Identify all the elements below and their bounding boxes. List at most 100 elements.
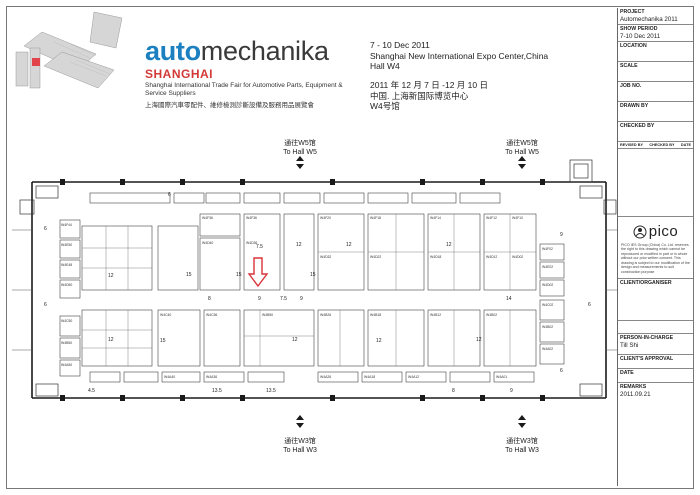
booth-left-6: W4A50 xyxy=(61,363,72,367)
dim-a1: 15 xyxy=(186,272,192,278)
location-label: LOCATION xyxy=(620,43,647,49)
booth-r1-3: W4F18 xyxy=(370,216,381,220)
booth-r3-6: W4B02 xyxy=(486,313,497,317)
entrance-arrow-icon xyxy=(518,164,526,169)
event-venue-cn: 中国. 上海新国际博览中心 xyxy=(370,90,469,101)
booth-right-3: W4C02 xyxy=(542,303,553,307)
booth-r2-5: W4D12 xyxy=(486,255,497,259)
checked-by-small-label: CHECKED BY xyxy=(649,143,675,147)
entrance-top-left-cn: 通往W5馆 xyxy=(284,138,316,147)
booth-left-1: W4E50 xyxy=(61,243,72,247)
booth-r2-0: W4D40 xyxy=(202,241,213,245)
automechanika-logo: automechanika SHANGHAI Shanghai Internat… xyxy=(145,36,360,110)
dim-s4: 15 xyxy=(160,338,166,344)
booth-left-3: W4D50 xyxy=(61,283,72,287)
date-label: DATE xyxy=(620,370,634,377)
dim-b1: 7.5 xyxy=(256,244,263,250)
entrance-bottom-right-cn: 通往W3馆 xyxy=(506,436,538,445)
dim-a4: 12 xyxy=(346,242,352,248)
booth-left-4: W4C50 xyxy=(61,319,72,323)
remarks-value: 2011.09.21 xyxy=(620,391,651,399)
entrance-markers xyxy=(296,156,526,428)
booth-r2-6: W4D02 xyxy=(512,255,523,259)
pico-logo-icon xyxy=(633,225,647,238)
dim-c2: 12 xyxy=(108,337,114,343)
booth-r1-5: W4F12 xyxy=(486,216,497,220)
dim-d2: 13.5 xyxy=(266,388,276,394)
entrance-arrow-icon xyxy=(518,423,526,428)
service-rooms xyxy=(19,159,617,397)
booth-r3-0: W4C40 xyxy=(160,313,171,317)
pico-panel: pico PICO IES Group (China) Co. Ltd. res… xyxy=(618,217,693,280)
logo-rest: mechanika xyxy=(200,36,329,66)
dim-d4: 9 xyxy=(510,388,513,394)
dim-a3: 15 xyxy=(236,272,242,278)
pico-disclaimer: PICO IES Group (China) Co. Ltd. reserves… xyxy=(621,243,690,274)
dim-s6: 6 xyxy=(560,368,563,374)
booth-r1-0: W4F36 xyxy=(202,216,213,220)
booth-left-2: W4E48 xyxy=(61,263,72,267)
job-no-label: JOB NO. xyxy=(620,83,642,89)
top-booth-strip xyxy=(89,192,501,204)
booth-r3-1: W4C36 xyxy=(206,313,217,317)
dim-s2: 9 xyxy=(300,296,303,302)
dim-e1: 4.5 xyxy=(88,388,95,394)
structural-columns xyxy=(60,179,545,401)
right-booth-column xyxy=(539,243,565,365)
dim-d1: 13.5 xyxy=(212,388,222,394)
left-booth-column xyxy=(59,219,81,377)
lower-dividers xyxy=(82,310,511,366)
upper-dividers xyxy=(82,214,536,290)
entrance-bottom-left-en: To Hall W3 xyxy=(283,447,317,454)
booth-right-1: W4E02 xyxy=(542,265,553,269)
dim-s1: 6 xyxy=(168,192,171,198)
dim-c3: 12 xyxy=(292,337,298,343)
revision-header: REVISED BY CHECKED BY DATE xyxy=(618,142,693,149)
dim-a5: 15 xyxy=(310,272,316,278)
booth-r4-0: W4A40 xyxy=(164,375,175,379)
dim-b3: 7.5 xyxy=(280,296,287,302)
booth-r4-4: W4A12 xyxy=(408,375,419,379)
project-value: Automechanika 2011 xyxy=(620,16,678,23)
project-label: PROJECT xyxy=(620,9,645,15)
revision-table xyxy=(618,149,693,217)
booth-r3-3: W4B26 xyxy=(320,313,331,317)
dim-c4: 12 xyxy=(476,337,482,343)
booth-r2-3: W4D22 xyxy=(370,255,381,259)
checked-by-label: CHECKED BY xyxy=(620,123,655,129)
date-small-label: DATE xyxy=(680,143,691,147)
hall-highlight xyxy=(32,58,40,66)
scale-label: SCALE xyxy=(620,63,638,69)
client-approval-label: CLIENT'S APPROVAL xyxy=(620,356,674,363)
person-in-charge-value: Till Shi xyxy=(620,342,639,350)
event-venue: Shanghai New International Expo Center,C… xyxy=(370,50,549,61)
drawn-by-label: DRAWN BY xyxy=(620,103,649,109)
booth-r2-2: W4D32 xyxy=(320,255,331,259)
entrance-arrow-icon xyxy=(296,423,304,428)
dim-b4: 8 xyxy=(208,296,211,302)
logo-accent: auto xyxy=(145,36,201,66)
hall-gates xyxy=(12,229,617,351)
booth-right-0: W4F02 xyxy=(542,247,553,251)
remarks-label: REMARKS xyxy=(620,384,647,391)
entrance-arrow-icon xyxy=(296,164,304,169)
logo-city: SHANGHAI xyxy=(145,67,214,81)
show-period-value: 7-10 Dec 2011 xyxy=(620,33,661,40)
booth-r3-4: W4B18 xyxy=(370,313,381,317)
entrance-bottom-left-cn: 通往W3馆 xyxy=(284,436,316,445)
floor-plan: W4F36 W4F36 W4F20 W4F18 W4F14 W4F12 W4F1… xyxy=(12,138,617,454)
booth-r4-5: W4A01 xyxy=(496,375,507,379)
down-arrow-icon xyxy=(247,257,269,288)
event-dates: 7 - 10 Dec 2011 xyxy=(370,40,430,50)
person-in-charge-label: PERSON-IN-CHARGE xyxy=(620,335,674,342)
dim-d3: 8 xyxy=(452,388,455,394)
booth-r3-2: W4B50 xyxy=(262,313,273,317)
event-dates-cn: 2011 年 12 月 7 日 -12 月 10 日 xyxy=(370,79,488,90)
booth-r2-1: W4D36 xyxy=(246,241,257,245)
dim-e3: 6 xyxy=(588,302,591,308)
entrance-arrow-icon xyxy=(518,415,526,420)
entrance-top-right-en: To Hall W5 xyxy=(505,149,539,156)
show-period-label: SHOW PERIOD xyxy=(620,26,658,32)
dim-b5: 14 xyxy=(506,296,512,302)
dim-e2: 6 xyxy=(44,302,47,308)
